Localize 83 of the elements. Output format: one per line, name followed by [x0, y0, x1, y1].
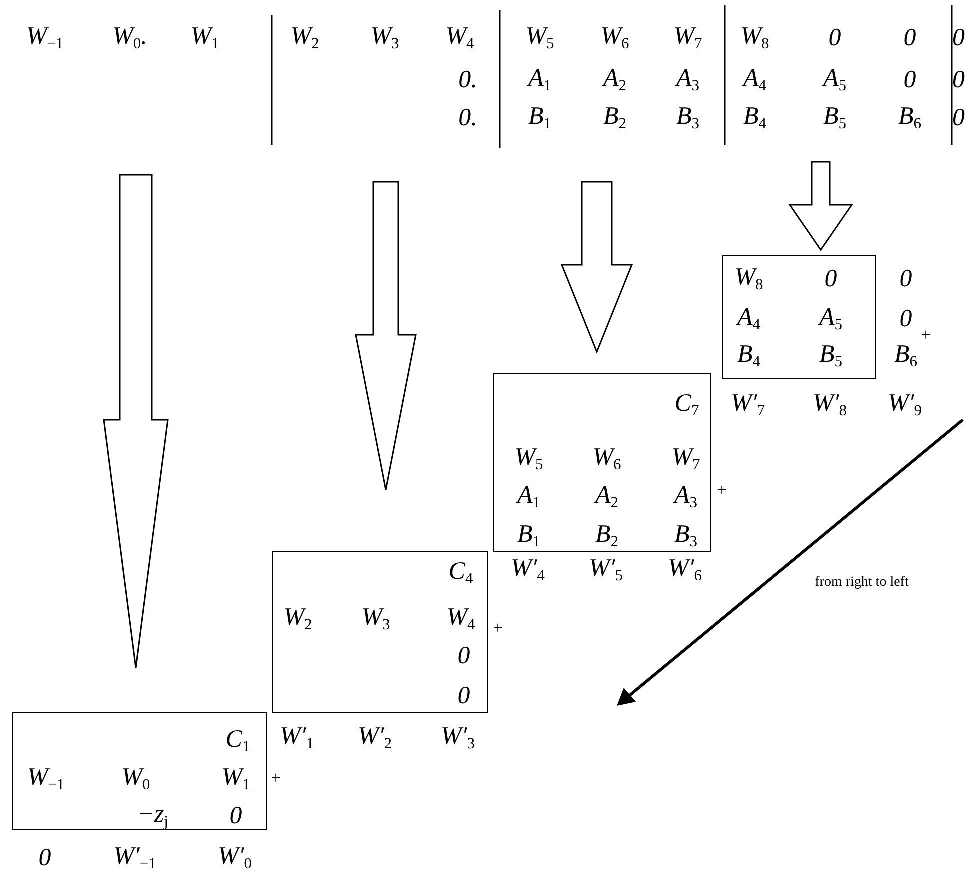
matrix-entry: W$_{−1}$	[27, 764, 65, 794]
matrix-entry: W$_{0}$.	[112, 24, 148, 52]
matrix-entry: A$_{2}$	[603, 66, 627, 94]
column-label: W′$_{5}$	[588, 556, 624, 584]
matrix-box	[272, 551, 488, 713]
matrix-entry: 0.	[458, 68, 478, 92]
matrix-entry: W$_{7}$	[672, 444, 700, 474]
column-label: W′$_{9}$	[888, 390, 922, 420]
matrix-entry: B$_{4}$	[743, 104, 767, 132]
column-label: W′$_{3}$	[440, 724, 476, 752]
matrix-entry: W$_{8}$	[740, 24, 770, 52]
matrix-entry: W$_{0}$	[122, 764, 150, 794]
column-label: W′$_{4}$	[510, 556, 546, 584]
matrix-entry: 0	[900, 306, 912, 332]
matrix-box	[12, 712, 267, 830]
matrix-box	[493, 373, 711, 552]
plus-sign: +	[921, 326, 931, 344]
block-arrow	[355, 181, 417, 491]
matrix-entry: C$_{4}$	[448, 558, 474, 588]
matrix-entry: W$_{6}$	[600, 24, 630, 52]
matrix-entry: B$_{3}$	[676, 104, 700, 132]
column-label: W′$_{−1}$	[114, 844, 156, 872]
matrix-entry: W$_{3}$	[370, 24, 400, 52]
column-label: W′$_{2}$	[358, 724, 392, 752]
matrix-entry: A$_{1}$	[528, 66, 552, 94]
matrix-entry: C$_{7}$	[674, 390, 700, 420]
matrix-entry: B$_{5}$	[819, 342, 843, 370]
matrix-entry: W$_{8}$	[734, 264, 764, 294]
matrix-entry: B$_{3}$	[674, 522, 698, 550]
matrix-entry: 0.	[458, 106, 478, 130]
matrix-entry: A$_{4}$	[737, 304, 761, 334]
matrix-entry: A$_{3}$	[676, 66, 700, 94]
matrix-entry: A$_{2}$	[595, 482, 619, 512]
matrix-entry: B$_{6}$	[898, 104, 922, 132]
matrix-entry: A$_{5}$	[823, 66, 847, 94]
matrix-entry: 0	[458, 684, 470, 708]
matrix-entry: 0	[952, 68, 965, 92]
matrix-entry: 0	[824, 266, 838, 292]
matrix-entry: W$_{1}$	[190, 24, 220, 52]
matrix-entry: 0	[952, 106, 965, 130]
matrix-entry: B$_{4}$	[737, 342, 761, 370]
matrix-entry: W$_{4}$	[446, 24, 474, 52]
matrix-entry: B$_{1}$	[517, 522, 541, 550]
matrix-entry: 0	[230, 804, 242, 828]
matrix-entry: B$_{1}$	[528, 104, 552, 132]
matrix-entry: B$_{5}$	[823, 104, 847, 132]
matrix-entry: W$_{2}$	[284, 604, 312, 634]
direction-note: from right to left	[815, 575, 909, 591]
matrix-entry: 0	[458, 644, 470, 668]
matrix-entry: 0	[828, 26, 842, 50]
plus-sign: +	[271, 770, 281, 786]
matrix-entry: W$_{5}$	[526, 24, 554, 52]
matrix-entry: W$_{1}$	[222, 764, 250, 794]
matrix-entry: 0	[952, 26, 965, 50]
matrix-entry: A$_{4}$	[743, 66, 767, 94]
column-label: W′$_{1}$	[280, 724, 314, 752]
plus-sign: +	[493, 620, 503, 636]
column-label: 0	[38, 846, 52, 870]
block-arrow	[788, 161, 854, 252]
column-label: W′$_{6}$	[668, 556, 702, 584]
matrix-entry: B$_{2}$	[595, 522, 619, 550]
column-label: W′$_{7}$	[730, 390, 766, 420]
plus-sign: +	[717, 482, 727, 498]
matrix-entry: 0	[900, 266, 912, 292]
matrix-entry: 0	[904, 68, 916, 92]
column-label: W′$_{0}$	[218, 844, 252, 872]
matrix-entry: W$_{7}$	[674, 24, 702, 52]
matrix-entry: C$_{1}$	[226, 726, 250, 756]
matrix-entry: W$_{2}$	[290, 24, 320, 52]
matrix-entry: W$_{−1}$	[26, 24, 64, 52]
matrix-entry: W$_{4}$	[446, 604, 476, 634]
block-arrow	[103, 174, 169, 669]
matrix-entry: B$_{6}$	[894, 342, 918, 370]
matrix-entry: W$_{3}$	[362, 604, 390, 634]
matrix-entry: 0	[904, 26, 916, 50]
block-arrow	[560, 181, 634, 354]
matrix-entry: A$_{5}$	[819, 304, 843, 334]
matrix-entry: A$_{3}$	[674, 482, 698, 512]
matrix-entry: A$_{1}$	[517, 482, 541, 512]
matrix-entry: W$_{6}$	[592, 444, 622, 474]
matrix-entry: W$_{5}$	[514, 444, 544, 474]
matrix-entry: B$_{2}$	[603, 104, 627, 132]
column-label: W′$_{8}$	[812, 390, 848, 420]
